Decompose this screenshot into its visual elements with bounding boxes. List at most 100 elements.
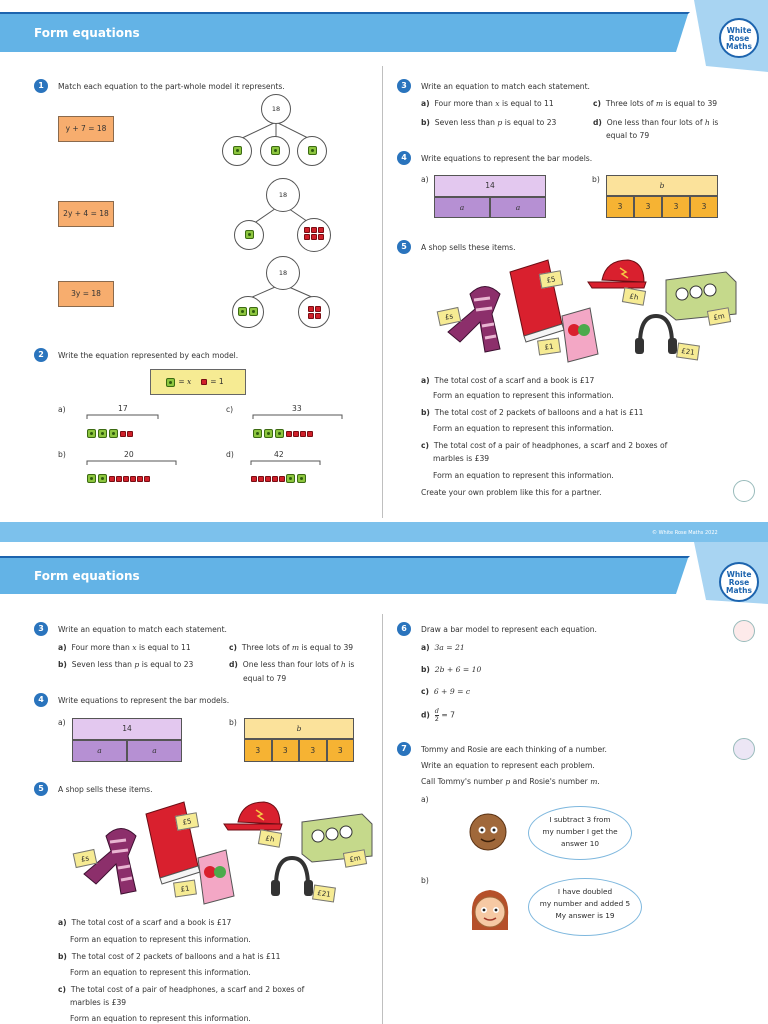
q1-equation-a[interactable]: y + 7 = 18	[58, 116, 114, 142]
red-counter-icon	[314, 306, 321, 312]
q6-instruction: Draw a bar model to represent each equat…	[421, 625, 597, 634]
bar-model-part: 3	[244, 739, 272, 762]
q7-label-a[interactable]: a)	[421, 795, 429, 804]
cap-icon	[223, 801, 283, 831]
q6-item-b: b) 2b + 6 = 10	[421, 665, 482, 674]
q5-item-a: a) The total cost of a scarf and a book …	[421, 376, 595, 385]
q5-item-c: c) The total cost of a pair of headphone…	[58, 985, 305, 994]
bar-model-part: 3	[634, 196, 662, 218]
brace	[86, 460, 177, 465]
q1-equation-c[interactable]: 3y = 18	[58, 281, 114, 307]
q5-item-a-sub: Form an equation to represent this infor…	[70, 935, 251, 944]
q5-item-a-sub: Form an equation to represent this infor…	[433, 391, 614, 400]
brace	[252, 414, 343, 419]
cube-icon	[275, 429, 284, 438]
part-whole-whole-1: 18	[261, 94, 291, 124]
rosie-avatar	[471, 890, 509, 930]
cube-icon	[109, 429, 118, 438]
thinking-icon	[733, 738, 755, 760]
q5-item-b-sub: Form an equation to represent this infor…	[70, 968, 251, 977]
bar-model-part: a	[434, 197, 490, 218]
brace	[86, 414, 159, 419]
q3-instruction: Write an equation to match each statemen…	[421, 82, 590, 91]
q7-line2: Write an equation to represent each prob…	[421, 761, 595, 770]
discussion-icon	[733, 480, 755, 502]
q2-label-b: b)	[58, 450, 66, 459]
q2-total-a: 17	[118, 404, 128, 413]
q5-item-c-sub: Form an equation to represent this infor…	[70, 1014, 251, 1023]
red-counter-icon	[108, 475, 115, 482]
question-number-6: 6	[397, 622, 411, 636]
red-counter-icon	[307, 306, 314, 312]
q2-model-d	[250, 468, 307, 487]
red-counter-icon	[122, 475, 129, 482]
cube-icon	[244, 230, 254, 239]
scarf-icon	[447, 286, 501, 353]
cube-icon	[249, 307, 258, 316]
red-counter-icon	[311, 227, 317, 233]
q2-model-c	[252, 423, 313, 442]
cube-icon	[87, 474, 96, 483]
cube-icon	[286, 474, 295, 483]
part-whole-part	[298, 296, 330, 328]
q4-instruction: Write equations to represent the bar mod…	[421, 154, 593, 163]
q2-label-a: a)	[58, 405, 66, 414]
header-banner	[0, 0, 768, 72]
q2-model-b	[86, 468, 150, 487]
q7-line3: Call Tommy's number p and Rosie's number…	[421, 777, 600, 786]
question-number-7: 7	[397, 742, 411, 756]
headphones-icon	[271, 855, 313, 896]
red-counter-icon	[311, 233, 317, 240]
column-divider	[382, 66, 383, 518]
part-whole-whole-2: 18	[266, 178, 300, 212]
cube-icon	[98, 429, 107, 438]
q6-item-d: d) d 2 = 7	[421, 707, 455, 723]
q5-item-c-sub: Form an equation to represent this infor…	[433, 471, 614, 480]
bar-model-part: 3	[606, 196, 634, 218]
question-number-3: 3	[34, 622, 48, 636]
q5-create: Create your own problem like this for a …	[421, 488, 602, 497]
brace	[250, 460, 321, 465]
q4-label-b: b)	[592, 175, 600, 184]
price-tag-headphones: £21	[312, 884, 336, 903]
red-counter-icon	[201, 379, 208, 385]
page-title: Form equations	[34, 569, 140, 583]
q1-equation-b[interactable]: 2y + 4 = 18	[58, 201, 114, 227]
part-whole-part	[232, 296, 264, 328]
q7-label-b[interactable]: b)	[421, 876, 429, 885]
q2-label-d: d)	[226, 450, 234, 459]
red-counter-icon	[136, 475, 143, 482]
q3-item-d-line2: equal to 79	[606, 131, 650, 140]
part-whole-part	[297, 218, 331, 252]
q1-instruction: Match each equation to the part-whole mo…	[58, 82, 285, 91]
cube-icon	[238, 307, 247, 316]
q3-instruction: Write an equation to match each statemen…	[58, 625, 227, 634]
q3-item-a: a) Four more than x is equal to 11	[421, 99, 554, 108]
cube-icon	[253, 429, 262, 438]
pencil-icon	[733, 620, 755, 642]
q2-instruction: Write the equation represented by each m…	[58, 351, 239, 360]
question-number-3: 3	[397, 79, 411, 93]
balloons-packet-icon	[197, 849, 235, 905]
question-number-4: 4	[34, 693, 48, 707]
q5-item-c: c) The total cost of a pair of headphone…	[421, 441, 668, 450]
red-counter-icon	[143, 475, 150, 482]
q2-total-c: 33	[292, 404, 302, 413]
red-counter-icon	[126, 430, 133, 437]
red-counter-icon	[299, 430, 306, 437]
tommy-avatar	[469, 813, 507, 851]
red-counter-icon	[119, 430, 126, 437]
q4-label-a: a)	[58, 718, 66, 727]
bar-model-part: 3	[662, 196, 690, 218]
q4-instruction: Write equations to represent the bar mod…	[58, 696, 230, 705]
q5-item-b-sub: Form an equation to represent this infor…	[433, 424, 614, 433]
bar-model-whole: 14	[434, 175, 546, 197]
cube-icon	[264, 429, 273, 438]
cube-icon	[98, 474, 107, 483]
bar-model-part: 3	[690, 196, 718, 218]
q5-item-a: a) The total cost of a scarf and a book …	[58, 918, 232, 927]
red-counter-icon	[314, 312, 321, 319]
cube-icon	[232, 146, 242, 155]
red-counter-icon	[292, 430, 299, 437]
